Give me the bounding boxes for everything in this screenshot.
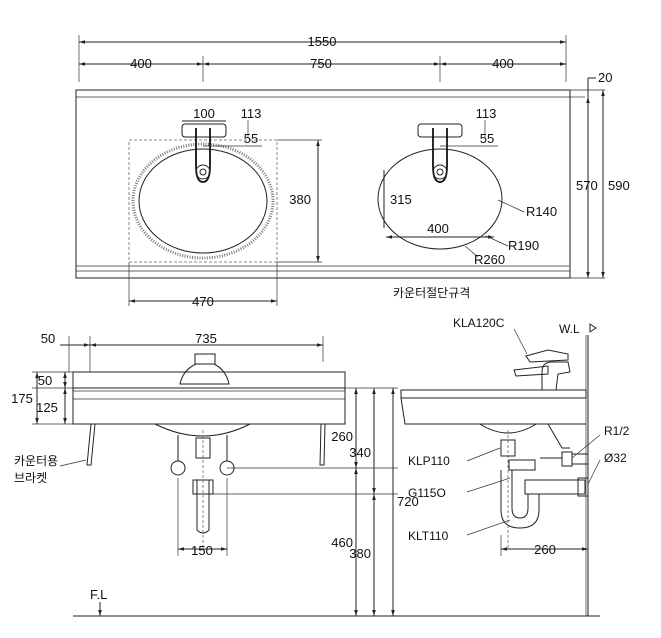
dim-470: 470 <box>192 294 214 309</box>
dim-100: 100 <box>193 106 215 121</box>
p-trap-outer <box>500 470 540 529</box>
dim-380-top: 380 <box>289 192 311 207</box>
dim-r260: R260 <box>474 252 505 267</box>
bracket-label-line1: 카운터용 <box>14 454 58 468</box>
trap-code: G115O <box>408 486 446 500</box>
dim-50-top: 50 <box>38 373 52 388</box>
dim-750: 750 <box>310 56 332 71</box>
faucet-code: KLA120C <box>453 316 505 330</box>
dim-260: 260 <box>331 429 353 444</box>
left-basin <box>131 142 275 260</box>
dim-340: 340 <box>349 445 371 460</box>
left-drain <box>195 164 211 180</box>
dim-380-front: 380 <box>349 546 371 561</box>
cutout-note: 카운터절단규격 <box>393 286 470 300</box>
dim-460: 460 <box>331 535 353 550</box>
drain-code: KLP110 <box>408 454 450 468</box>
bracket-label-line2: 브라켓 <box>14 471 47 485</box>
dim-260-side: 260 <box>534 542 556 557</box>
side-drain-nut <box>508 459 536 471</box>
counter-front-apron <box>72 387 346 425</box>
dim-720: 720 <box>397 494 419 509</box>
dim-r140: R140 <box>526 204 557 219</box>
right-faucet-spout <box>432 128 448 183</box>
dim-55-right: 55 <box>480 131 494 146</box>
valve-left <box>170 460 186 476</box>
side-faucet-spout <box>513 365 549 377</box>
front-bowl <box>154 423 251 437</box>
dim-113-left: 113 <box>241 106 262 121</box>
dim-20: 20 <box>598 70 612 85</box>
dim-175: 175 <box>11 391 33 406</box>
pipe-d32-label: Ø32 <box>604 451 627 465</box>
dim-150: 150 <box>191 543 213 558</box>
side-counter-top <box>400 389 587 399</box>
side-view <box>400 323 601 616</box>
dim-r190: R190 <box>508 238 539 253</box>
bracket-left <box>86 423 96 466</box>
dim-50-left: 50 <box>41 331 55 346</box>
dim-1550: 1550 <box>308 34 337 49</box>
left-faucet-base <box>181 123 227 138</box>
cutout-rect <box>128 139 278 263</box>
counter-top-outline <box>75 89 571 279</box>
right-drain <box>432 164 448 180</box>
bracket-right <box>319 423 326 466</box>
dim-400-bowl: 400 <box>427 221 449 236</box>
front-faucet-body <box>179 363 230 385</box>
dim-570: 570 <box>576 178 598 193</box>
right-basin <box>377 148 503 250</box>
trap-arm <box>524 479 586 495</box>
water-line-label: W.L <box>559 322 580 336</box>
side-faucet-lever <box>525 349 569 363</box>
angle-valve <box>561 451 573 467</box>
dim-113-right: 113 <box>476 106 497 121</box>
right-faucet-base <box>417 123 463 138</box>
dim-125: 125 <box>36 400 58 415</box>
left-faucet-spout <box>195 128 211 183</box>
counter-front-top <box>72 371 346 389</box>
dim-590: 590 <box>608 178 630 193</box>
front-faucet-top <box>194 353 216 365</box>
pipe-r12-label: R1/2 <box>604 424 630 438</box>
side-faucet-body <box>541 361 571 391</box>
dim-315: 315 <box>390 192 412 207</box>
top-view <box>75 35 605 306</box>
supply-code: KLT110 <box>408 529 449 543</box>
dim-735: 735 <box>195 331 217 346</box>
dim-400-left: 400 <box>130 56 152 71</box>
p-trap-inner <box>511 470 529 519</box>
floor-label: F.L <box>90 587 107 602</box>
front-view <box>32 336 600 617</box>
dim-400-right: 400 <box>492 56 514 71</box>
dim-55-left: 55 <box>244 131 258 146</box>
side-counter-apron <box>400 397 586 425</box>
